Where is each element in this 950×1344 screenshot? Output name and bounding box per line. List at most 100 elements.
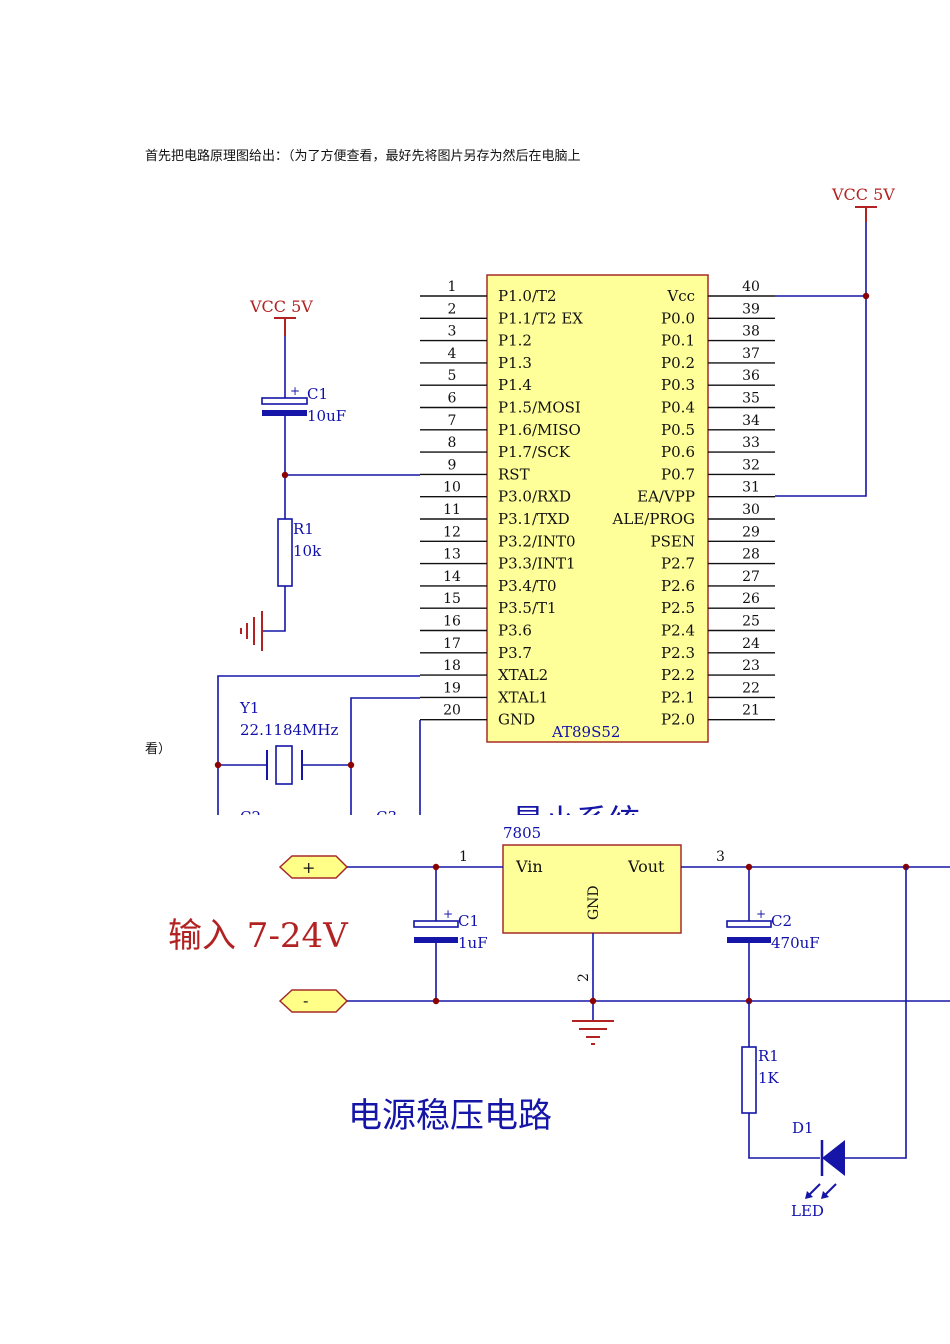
pin-name-15: P3.5/T1 (498, 599, 557, 617)
pin-number-8: 8 (448, 435, 457, 451)
pin-name-22: P2.1 (661, 688, 695, 706)
input-voltage-label: 输入 7-24V (168, 916, 349, 956)
c2-power-value: 470uF (771, 934, 820, 952)
pin-number-26: 26 (742, 591, 760, 607)
pin-name-2: P1.1/T2 EX (498, 309, 583, 327)
pin-number-24: 24 (742, 636, 760, 652)
pin-name-27: P2.6 (661, 577, 695, 595)
y1-crystal (266, 745, 303, 785)
pin-number-15: 15 (443, 591, 461, 607)
junction-xtal1 (347, 761, 355, 769)
pin-name-5: P1.4 (498, 376, 532, 394)
pin-name-18: XTAL2 (498, 666, 548, 684)
reg-pin1: 1 (459, 849, 468, 865)
c1-name: C1 (307, 385, 328, 403)
c1-power-capacitor: + (413, 907, 459, 943)
pin-number-3: 3 (448, 324, 457, 340)
pin-name-11: P3.1/TXD (498, 510, 570, 528)
regulator-name: 7805 (503, 824, 541, 842)
input-minus-port (278, 989, 349, 1013)
pin-number-17: 17 (443, 636, 461, 652)
pin-name-14: P3.4/T0 (498, 577, 557, 595)
pin-number-6: 6 (448, 391, 457, 407)
ea-vcc-wire (775, 222, 867, 497)
reg-pin2: 2 (576, 973, 592, 982)
pin-name-34: P0.5 (661, 421, 695, 439)
pin-number-1: 1 (448, 279, 457, 295)
pin-number-36: 36 (742, 368, 760, 384)
svg-text:+: + (756, 907, 766, 921)
gnd-label: GND (586, 885, 602, 920)
pin-number-7: 7 (448, 413, 457, 429)
pin-number-23: 23 (742, 658, 760, 674)
pin-number-31: 31 (742, 480, 760, 496)
pin-name-38: P0.1 (661, 332, 695, 350)
d1-name: D1 (792, 1119, 814, 1137)
c1-capacitor: + (261, 384, 308, 416)
pin-name-21: P2.0 (661, 711, 695, 729)
pin-number-32: 32 (742, 457, 760, 473)
minus-label: - (303, 991, 308, 1010)
pin-number-13: 13 (443, 547, 461, 563)
at89s52-chip-body (486, 274, 709, 743)
pin-name-6: P1.5/MOSI (498, 399, 581, 417)
pin-name-9: RST (498, 465, 530, 483)
vcc-label-right: VCC 5V (831, 185, 895, 204)
pin-number-28: 28 (742, 547, 760, 563)
pin-name-10: P3.0/RXD (498, 488, 571, 506)
pin-name-17: P3.7 (498, 644, 532, 662)
pin-name-23: P2.2 (661, 666, 695, 684)
d1-type: LED (791, 1202, 824, 1220)
d1-led (805, 1140, 845, 1199)
regulator-7805 (502, 844, 682, 934)
min-system-title-cropped: 最小系统 (512, 802, 640, 815)
pin-name-26: P2.5 (661, 599, 695, 617)
pin-number-14: 14 (443, 569, 461, 585)
reg-pin3: 3 (716, 849, 725, 865)
junction-rst (281, 471, 289, 479)
pin-number-2: 2 (448, 301, 457, 317)
pin-name-32: P0.7 (661, 465, 695, 483)
pin-name-16: P3.6 (498, 622, 532, 640)
pin-name-25: P2.4 (661, 622, 695, 640)
svg-text:+: + (443, 907, 453, 921)
c2-power-capacitor: + (726, 907, 772, 943)
pin-number-37: 37 (742, 346, 760, 362)
pin-name-36: P0.3 (661, 376, 695, 394)
pin-name-12: P3.2/INT0 (498, 532, 576, 550)
vout-label: Vout (627, 857, 665, 876)
junction-vcc (862, 292, 870, 300)
pin-number-38: 38 (742, 324, 760, 340)
vcc-label-left: VCC 5V (249, 297, 313, 316)
pin-number-18: 18 (443, 658, 461, 674)
pin-name-20: GND (498, 711, 535, 729)
pin-name-13: P3.3/INT1 (498, 555, 576, 573)
pin-name-30: ALE/PROG (612, 510, 695, 528)
r1-resistor (277, 518, 293, 587)
r1-name: R1 (293, 520, 314, 538)
pin-number-40: 40 (742, 279, 760, 295)
ground-symbol-left (240, 611, 263, 651)
pin-name-24: P2.3 (661, 644, 695, 662)
c2-power-name: C2 (771, 912, 792, 930)
pin-number-30: 30 (742, 502, 760, 518)
pin-number-10: 10 (443, 480, 461, 496)
pin-name-33: P0.6 (661, 443, 695, 461)
pin-number-21: 21 (742, 703, 760, 719)
pin-number-19: 19 (443, 680, 461, 696)
vin-label: Vin (515, 857, 543, 876)
plus-label: + (302, 858, 315, 877)
pin-name-28: P2.7 (661, 555, 695, 573)
r1-power-name: R1 (758, 1047, 779, 1065)
xtal1-wire (350, 697, 420, 815)
svg-text:+: + (290, 384, 300, 398)
pin-number-39: 39 (742, 301, 760, 317)
pin-number-33: 33 (742, 435, 760, 451)
xtal2-wire (217, 675, 420, 815)
power-circuit-title: 电源稳压电路 (348, 1096, 552, 1136)
pin-name-7: P1.6/MISO (498, 421, 581, 439)
pin-number-35: 35 (742, 391, 760, 407)
y1-value: 22.1184MHz (240, 721, 338, 739)
pin-name-19: XTAL1 (498, 688, 548, 706)
